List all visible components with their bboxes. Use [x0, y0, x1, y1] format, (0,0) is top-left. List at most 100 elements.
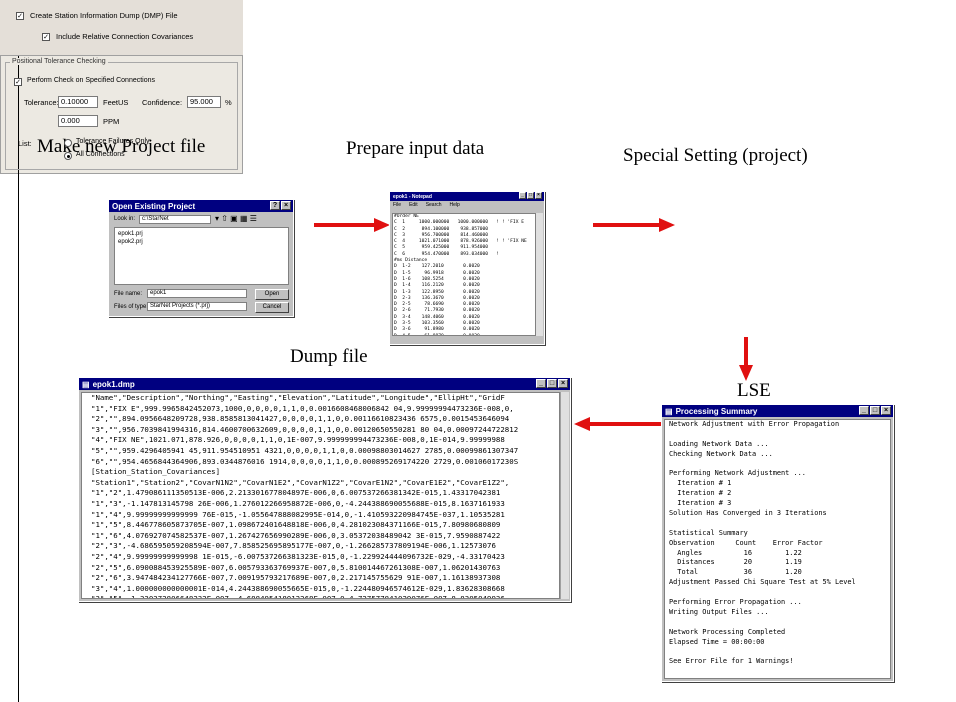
- summary-icon: ▤: [665, 406, 673, 416]
- minimize-icon[interactable]: _: [519, 192, 526, 199]
- summary-line: Writing Output Files ...: [669, 607, 769, 616]
- ppm-input[interactable]: 0.000: [58, 115, 98, 127]
- close-icon[interactable]: ×: [558, 379, 568, 388]
- open-button[interactable]: Open: [255, 289, 289, 300]
- dump-line: "6","",954.4656844364906,893.0344876016 …: [91, 456, 519, 466]
- dump-line: "1","FIX E",999.9965842452073,1000,0,0,0…: [91, 403, 514, 413]
- help-icon[interactable]: ?: [270, 201, 280, 210]
- project-settings-panel: ✓ Create Station Information Dump (DMP) …: [0, 0, 243, 174]
- file-item[interactable]: epok2.prj: [118, 239, 143, 245]
- folder-toolbar-icons[interactable]: ▾ ⇧ ▣ ▦ ☰: [215, 214, 257, 223]
- tolerance-group: Positional Tolerance Checking ✓ Perform …: [5, 58, 238, 170]
- notepad-line: D 1-6 108.5254 0.0020: [394, 276, 480, 282]
- look-in-select[interactable]: c:\StarNet: [139, 215, 211, 224]
- notepad-line: C 2 894.100000 938.857000: [394, 226, 489, 232]
- summary-line: Network Adjustment with Error Propagatio…: [669, 420, 840, 428]
- tolerance-label: Tolerance:: [24, 98, 59, 107]
- all-connections-radio[interactable]: [64, 152, 72, 160]
- dump-line: "2","4",9.99999999999998 1E-015,-6.00753…: [91, 551, 505, 561]
- notepad-line: C 5 959.425000 911.954000: [394, 245, 489, 251]
- summary-line: Total 36 1.20: [669, 568, 802, 577]
- notepad-line: #Order NE: [394, 214, 419, 219]
- summary-line: Elapsed Time = 00:00:00: [669, 637, 765, 646]
- summary-title: Processing Summary: [675, 406, 758, 416]
- notepad-line: D 2-3 136.3670 0.0020: [394, 295, 480, 301]
- notepad-line: D 2-5 78.6690 0.0020: [394, 302, 480, 308]
- dump-scrollbar[interactable]: [560, 392, 569, 599]
- summary-titlebar: ▤ Processing Summary _ □ ×: [662, 405, 893, 417]
- file-name-label: File name:: [114, 291, 143, 297]
- close-icon[interactable]: ×: [881, 406, 891, 415]
- file-icon: ▤: [82, 379, 90, 389]
- menu-file[interactable]: File: [393, 202, 402, 208]
- notepad-line: D 4-5 61.8870 0.0020: [394, 334, 535, 335]
- create-dump-label: Create Station Information Dump (DMP) Fi…: [30, 11, 178, 20]
- notepad-line: D 3-4 148.4060 0.0020: [394, 314, 480, 320]
- dump-file-window: ▤ epok1.dmp _ □ × "Name","Description","…: [78, 377, 571, 602]
- include-cov-checkbox[interactable]: ✓: [42, 33, 50, 41]
- tolerance-failures-radio[interactable]: [64, 139, 72, 147]
- menu-search[interactable]: Search: [425, 202, 442, 208]
- dump-line: "5","",959.4296405941 45,911.954510951 4…: [91, 445, 519, 455]
- minimize-icon[interactable]: _: [536, 379, 546, 388]
- confidence-label: Confidence:: [142, 98, 183, 107]
- file-name-input[interactable]: epok1: [147, 289, 247, 298]
- file-type-select[interactable]: StarNet Projects (*.prj): [147, 302, 247, 311]
- summary-text-area[interactable]: Network Adjustment with Error Propagatio…: [664, 419, 891, 679]
- minimize-icon[interactable]: _: [859, 406, 869, 415]
- summary-line: Observation Count Error Factor: [669, 538, 823, 547]
- summary-line: [665, 588, 890, 598]
- processing-summary-window: ▤ Processing Summary _ □ × Network Adjus…: [661, 404, 894, 682]
- all-connections-label: All Connections: [76, 151, 125, 158]
- file-type-label: Files of type:: [114, 304, 149, 310]
- unit-label: FeetUS: [103, 98, 129, 107]
- caption-special: Special Setting (project): [623, 145, 808, 166]
- create-dump-checkbox[interactable]: ✓: [16, 12, 24, 20]
- summary-line: Iteration # 3: [669, 499, 732, 508]
- notepad-line: D 1-2 127.2010 0.0020: [394, 264, 480, 270]
- file-item[interactable]: epok1.prj: [118, 231, 143, 237]
- maximize-icon[interactable]: □: [527, 192, 534, 199]
- cancel-button[interactable]: Cancel: [255, 302, 289, 313]
- notepad-scrollbar[interactable]: [536, 213, 543, 336]
- summary-line: See Error File for 1 Warnings!: [669, 657, 794, 666]
- summary-line: Adjustment Passed Chi Square Test at 5% …: [669, 578, 856, 587]
- summary-line: Iteration # 1: [669, 479, 732, 488]
- file-list[interactable]: epok1.prj epok2.prj: [114, 227, 289, 285]
- confidence-input[interactable]: 95.000: [187, 96, 221, 108]
- dialog-title: Open Existing Project: [112, 201, 196, 211]
- percent-label: %: [225, 98, 232, 107]
- notepad-menubar: File Edit Search Help: [390, 201, 544, 209]
- maximize-icon[interactable]: □: [547, 379, 557, 388]
- notepad-line: D 1-3 122.8950 0.0020: [394, 289, 480, 295]
- notepad-line: C 6 954.470000 893.034000 !: [394, 251, 500, 257]
- dump-line: "1","3",-1.147813145798 26E-006,1.276012…: [91, 498, 505, 508]
- summary-line: Checking Network Data ...: [669, 449, 773, 458]
- tolerance-input[interactable]: 0.10000: [58, 96, 98, 108]
- menu-edit[interactable]: Edit: [409, 202, 418, 208]
- notepad-title: epok1 - Notepad: [393, 193, 432, 200]
- summary-line: [665, 647, 890, 657]
- arrow-down: [739, 337, 753, 381]
- dump-text-area[interactable]: "Name","Description","Northing","Easting…: [81, 392, 560, 599]
- dump-line: "3","5",-1.330372806648232E-007,-4.68849…: [91, 594, 505, 599]
- notepad-line: D 1-4 116.2120 0.0020: [394, 283, 480, 289]
- dump-line: "2","3",-4.686595059208594E-007,7.858525…: [91, 541, 496, 551]
- close-icon[interactable]: ×: [535, 192, 542, 199]
- perform-check-checkbox[interactable]: ✓: [14, 78, 22, 86]
- maximize-icon[interactable]: □: [870, 406, 880, 415]
- caption-lse: LSE: [737, 380, 771, 401]
- summary-line: [665, 519, 890, 529]
- arrow-left: [574, 417, 664, 431]
- menu-help[interactable]: Help: [449, 202, 460, 208]
- dump-line: "Station1","Station2","CovarN1N2","Covar…: [91, 477, 510, 487]
- close-icon[interactable]: ×: [281, 201, 291, 210]
- summary-line: [665, 618, 890, 628]
- summary-line: Solution Has Converged in 3 Iterations: [669, 509, 827, 518]
- notepad-titlebar: epok1 - Notepad _ □ ×: [390, 192, 544, 201]
- notepad-line: #ms Distance: [394, 258, 428, 264]
- dump-options: ✓ Create Station Information Dump (DMP) …: [0, 0, 243, 56]
- notepad-line: D 2-6 71.7930 0.0020: [394, 308, 480, 314]
- tolerance-group-title: Positional Tolerance Checking: [10, 58, 108, 65]
